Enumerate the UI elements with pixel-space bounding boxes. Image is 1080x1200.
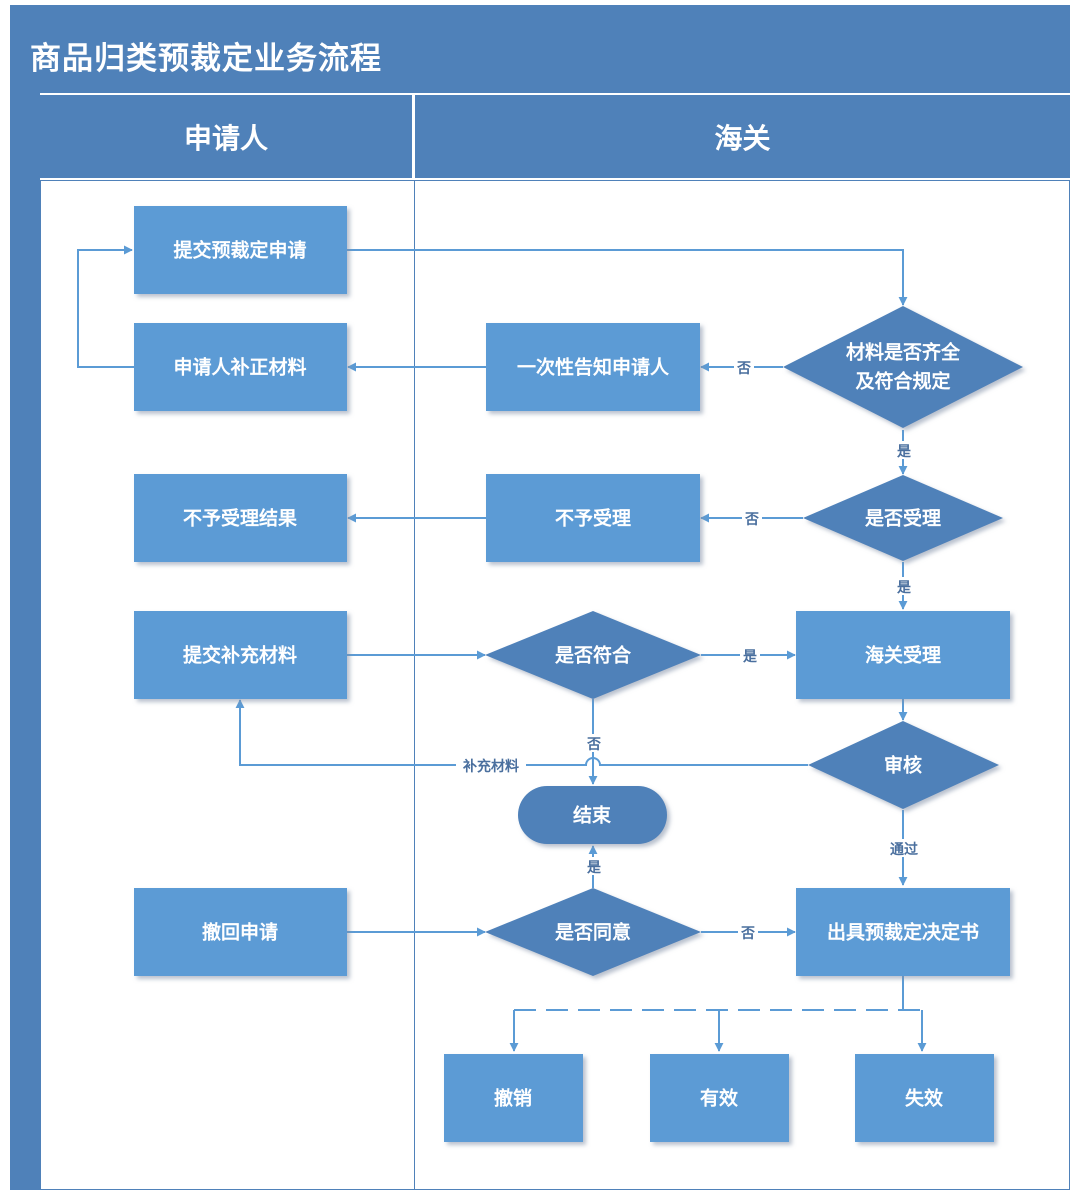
label-revoke: 撤销 (494, 1087, 532, 1110)
label-yes-1: 是 (897, 444, 912, 460)
label-no-4: 否 (740, 926, 755, 942)
box-reject-result (134, 474, 347, 562)
label-reject-result: 不予受理结果 (183, 507, 297, 530)
edge-supplement-loop (77, 245, 134, 368)
diagram-title: 商品归类预裁定业务流程 (30, 41, 382, 77)
box-revoke (444, 1054, 583, 1142)
lane-header-customs: 海关 (415, 95, 1070, 178)
label-not-accept: 不予受理 (555, 507, 631, 530)
box-not-accept (486, 474, 700, 562)
lane-header-applicant: 申请人 (40, 95, 412, 178)
label-issue-decision: 出具预裁定决定书 (827, 921, 979, 944)
box-valid (650, 1054, 789, 1142)
box-submit-application (134, 206, 347, 294)
label-yes-4: 是 (587, 860, 602, 876)
label-yes-3: 是 (743, 649, 758, 665)
label-notify-applicant: 一次性告知申请人 (517, 356, 670, 379)
box-withdraw (134, 888, 347, 976)
label-withdraw: 撤回申请 (202, 921, 278, 944)
box-invalid (855, 1054, 994, 1142)
label-materials-complete-2: 及符合规定 (855, 370, 950, 393)
label-invalid: 失效 (905, 1087, 943, 1110)
label-submit-extra: 提交补充材料 (183, 644, 297, 667)
label-yes-2: 是 (897, 580, 912, 596)
label-pass: 通过 (890, 841, 918, 858)
box-submit-extra (134, 611, 347, 699)
diamond-review (808, 721, 999, 809)
label-no-3: 否 (586, 737, 601, 753)
label-no-2: 否 (744, 512, 759, 528)
edge-submit-to-check (347, 249, 908, 306)
label-materials-complete-1: 材料是否齐全 (846, 341, 961, 364)
edge-review-supplement (235, 699, 808, 766)
diamond-materials-complete (783, 306, 1023, 428)
label-whether-accept: 是否受理 (865, 507, 941, 530)
box-notify-applicant (486, 323, 700, 411)
terminator-end (518, 786, 667, 844)
box-supplement-materials (134, 323, 347, 411)
box-customs-accept (796, 611, 1010, 699)
side-strip (10, 93, 40, 1190)
label-whether-agree: 是否同意 (555, 921, 631, 944)
label-submit-application: 提交预裁定申请 (173, 239, 306, 262)
box-issue-decision (796, 888, 1010, 976)
diamond-whether-agree (485, 888, 701, 976)
diamond-whether-conform (485, 611, 701, 699)
label-supplement: 补充材料 (462, 758, 519, 775)
title-bar: 商品归类预裁定业务流程 (10, 5, 1070, 93)
label-supplement-materials: 申请人补正材料 (173, 356, 306, 379)
diamond-whether-accept (803, 475, 1003, 561)
label-end: 结束 (573, 804, 612, 827)
label-no-1: 否 (736, 361, 751, 377)
label-whether-conform: 是否符合 (555, 644, 632, 667)
label-valid: 有效 (700, 1087, 738, 1110)
label-customs-accept: 海关受理 (865, 644, 941, 667)
label-review: 审核 (884, 754, 922, 777)
